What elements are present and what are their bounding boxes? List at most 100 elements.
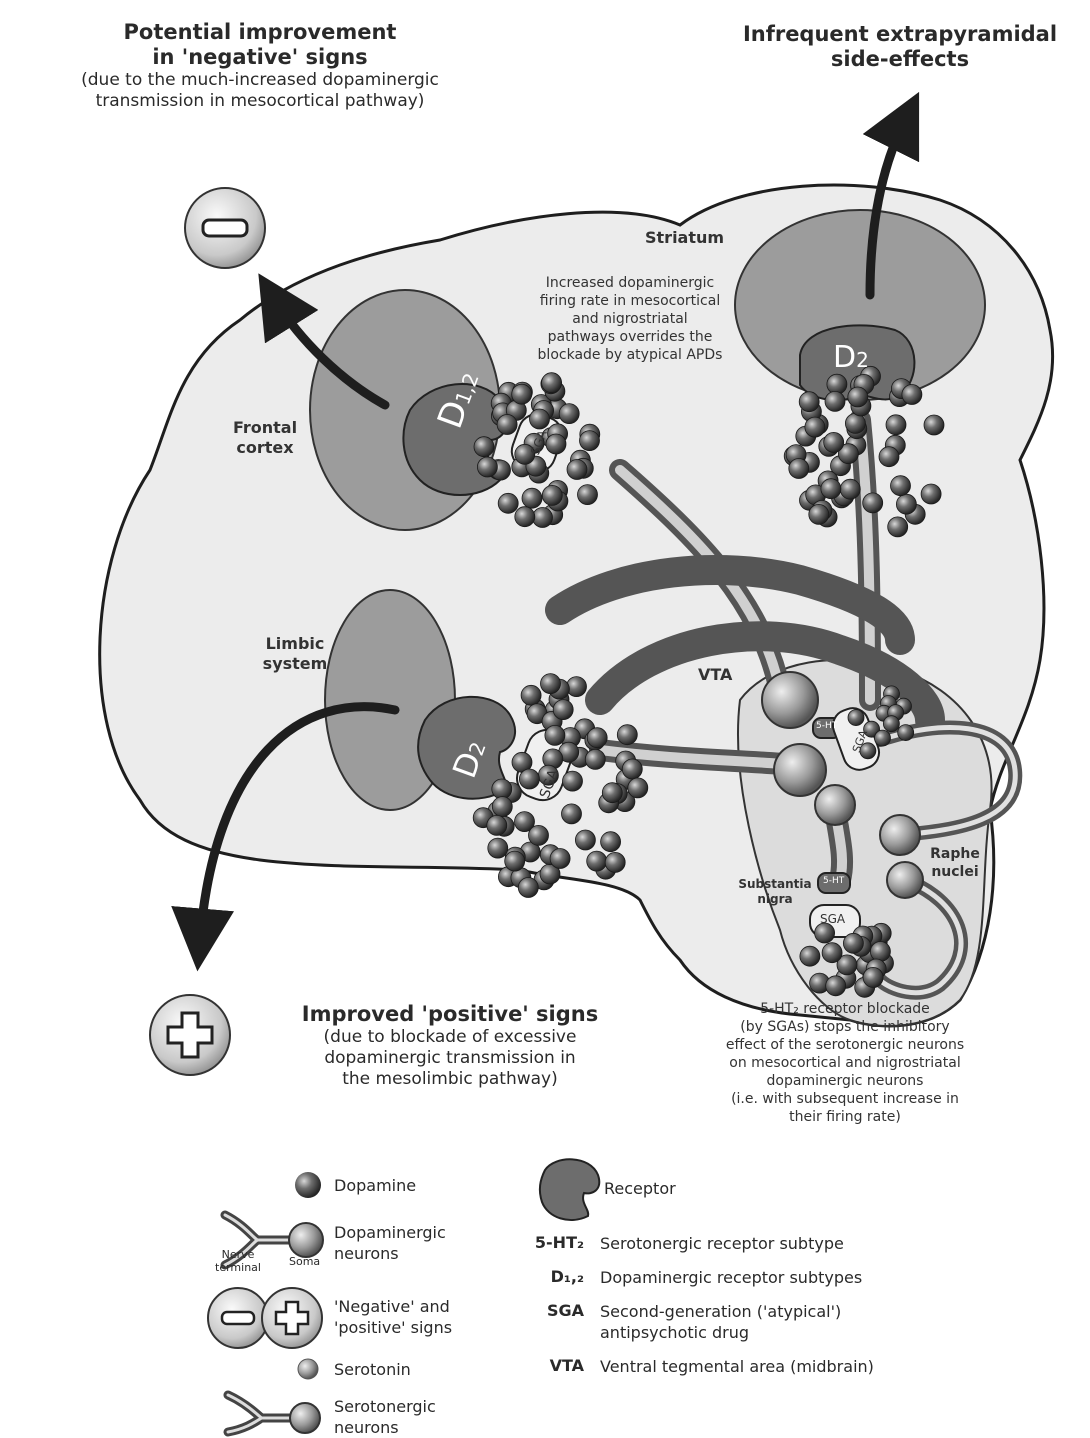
- abbrev-desc: Ventral tegmental area (midbrain): [600, 1356, 874, 1390]
- signs-line1: 'Negative' and: [334, 1296, 452, 1317]
- dopamine-sphere: [519, 769, 539, 789]
- firing-line: and nigrostriatal: [510, 310, 750, 328]
- label-limbic-system: Limbic system: [245, 634, 345, 674]
- abbrev-key: VTA: [510, 1356, 584, 1390]
- dopamine-sphere: [553, 700, 573, 720]
- dopamine-sphere: [498, 493, 518, 513]
- dopamine-sphere: [845, 413, 865, 433]
- limbic-line1: Limbic: [245, 634, 345, 654]
- dopamine-sphere: [883, 716, 899, 732]
- dopamine-sphere: [492, 797, 512, 817]
- substantia-line2: nigra: [730, 892, 820, 907]
- abbrev-desc: antipsychotic drug: [600, 1322, 749, 1356]
- legend-dopamine-label: Dopamine: [334, 1175, 416, 1196]
- dopamine-sphere: [824, 432, 844, 452]
- frontal-line1: Frontal: [220, 418, 310, 438]
- dopamine-sphere: [879, 447, 899, 467]
- signs-line2: 'positive' signs: [334, 1317, 452, 1338]
- dopamine-sphere: [562, 804, 582, 824]
- frontal-line2: cortex: [220, 438, 310, 458]
- ht-label-raphe: 5-HT: [823, 876, 844, 886]
- dopamine-sphere: [541, 674, 561, 694]
- dopamine-sphere: [809, 504, 829, 524]
- firing-line: Increased dopaminergic: [510, 274, 750, 292]
- dopamine-sphere: [601, 832, 621, 852]
- blockade-line: effect of the serotonergic neurons: [700, 1036, 990, 1054]
- dopamine-sphere: [580, 431, 600, 451]
- dopamine-sphere: [848, 710, 864, 726]
- legend-soma-label: Soma: [289, 1255, 320, 1268]
- dopamine-sphere: [497, 415, 517, 435]
- dopamine-sphere: [821, 479, 841, 499]
- dopamine-sphere: [488, 838, 508, 858]
- dopamine-sphere: [617, 725, 637, 745]
- dopamine-sphere: [587, 851, 607, 871]
- dopamine-sphere: [863, 493, 883, 513]
- negative-title-line1: Potential improvement: [40, 20, 480, 45]
- dopamine-sphere: [477, 457, 497, 477]
- dopamine-sphere: [848, 387, 868, 407]
- positive-note-line2: dopaminergic transmission in: [270, 1048, 630, 1069]
- dopamine-sphere: [799, 392, 819, 412]
- blockade-line: on mesocortical and nigrostriatal: [700, 1054, 990, 1072]
- sign-plus-bottom: [150, 995, 230, 1075]
- receptor-d2-striatum-label: D2: [833, 340, 869, 375]
- legend-nerve-terminal-label: Nerve terminal: [208, 1248, 268, 1274]
- serotonergic-line1: Serotonergic: [334, 1396, 436, 1417]
- legend-signs-label: 'Negative' and 'positive' signs: [334, 1296, 452, 1338]
- firing-annotation: Increased dopaminergic firing rate in me…: [510, 274, 750, 364]
- dopamine-sphere: [542, 485, 562, 505]
- dopamine-sphere: [605, 852, 625, 872]
- dopamine-sphere: [924, 415, 944, 435]
- dopamine-sphere: [921, 484, 941, 504]
- abbrev-desc: Serotonergic receptor subtype: [600, 1233, 844, 1267]
- legend-receptor-label: Receptor: [604, 1178, 676, 1199]
- abbrev-key: 5-HT₂: [510, 1233, 584, 1267]
- dopamine-sphere: [815, 923, 835, 943]
- sga-label-raphe: SGA: [820, 912, 845, 926]
- raphe-line1: Raphe: [915, 845, 995, 863]
- dopamine-sphere: [542, 373, 562, 393]
- dopamine-sphere: [628, 778, 648, 798]
- dopamine-sphere: [602, 783, 622, 803]
- dopamine-sphere: [563, 771, 583, 791]
- dopamine-sphere: [822, 943, 842, 963]
- firing-line: pathways overrides the: [510, 328, 750, 346]
- legend-dopamine-icon: [295, 1172, 321, 1198]
- blockade-line: (by SGAs) stops the inhibitory: [700, 1018, 990, 1036]
- legend-receptor-icon: [540, 1159, 599, 1220]
- raphe-line2: nuclei: [915, 863, 995, 881]
- substantia-line1: Substantia: [730, 877, 820, 892]
- dopamine-sphere: [505, 851, 525, 871]
- label-substantia-nigra: Substantia nigra: [730, 877, 820, 907]
- dopamine-sphere: [826, 976, 846, 996]
- dopaminergic-line1: Dopaminergic: [334, 1222, 446, 1243]
- dopamine-sphere: [578, 485, 598, 505]
- dopamine-sphere: [805, 417, 825, 437]
- extrapyramidal-title-line1: Infrequent extrapyramidal: [720, 22, 1080, 47]
- blockade-line: their firing rate): [700, 1108, 990, 1126]
- dopamine-sphere: [567, 677, 587, 697]
- dopamine-sphere: [888, 517, 908, 537]
- positive-signs-block: Improved 'positive' signs (due to blocka…: [270, 1002, 630, 1090]
- d2-letter: D: [833, 340, 856, 375]
- negative-note-line2: transmission in mesocortical pathway): [40, 91, 480, 112]
- positive-note-line3: the mesolimbic pathway): [270, 1069, 630, 1090]
- limbic-line2: system: [245, 654, 345, 674]
- abbrev-key: SGA: [510, 1301, 584, 1322]
- dopamine-sphere: [492, 779, 512, 799]
- positive-note-line1: (due to blockade of excessive: [270, 1027, 630, 1048]
- dopamine-sphere: [825, 391, 845, 411]
- dopamine-sphere: [515, 507, 535, 527]
- label-striatum: Striatum: [645, 228, 724, 248]
- blockade-line: 5-HT₂ receptor blockade: [700, 1000, 990, 1018]
- dopamine-sphere: [843, 933, 863, 953]
- positive-title: Improved 'positive' signs: [270, 1002, 630, 1027]
- dopamine-sphere: [533, 508, 553, 528]
- dopamine-sphere: [529, 825, 549, 845]
- abbrev-row: VTA Ventral tegmental area (midbrain): [510, 1356, 950, 1390]
- abbrev-key: D₁,₂: [510, 1267, 584, 1301]
- dopamine-sphere: [789, 459, 809, 479]
- abbrev-row: D₁,₂ Dopaminergic receptor subtypes: [510, 1267, 950, 1301]
